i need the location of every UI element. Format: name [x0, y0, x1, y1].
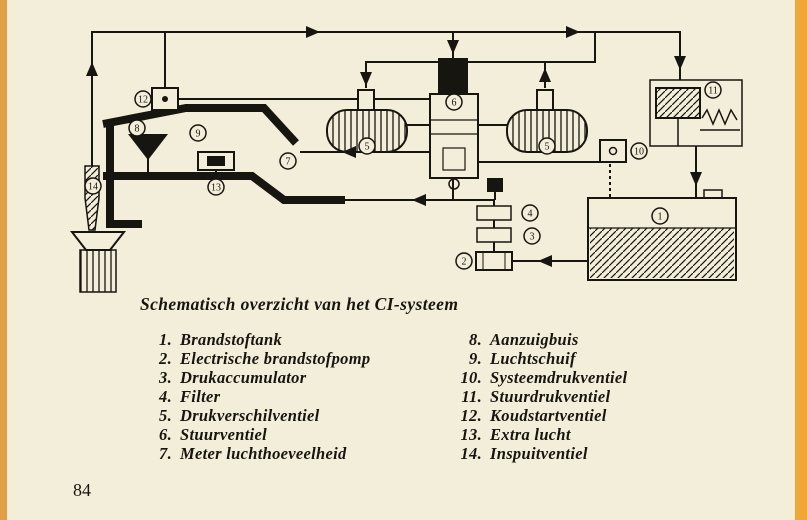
- legend-column-right: 8.Aanzuigbuis 9.Luchtschuif 10.Systeemdr…: [452, 330, 627, 463]
- air-slide-cone: [128, 134, 168, 160]
- callout-10: 10: [630, 142, 648, 160]
- svg-text:4: 4: [528, 208, 533, 219]
- svg-text:9: 9: [196, 128, 201, 139]
- svg-text:7: 7: [286, 156, 291, 167]
- extra-air-valve: [197, 151, 235, 171]
- diagram-callouts: 12 8 9 13 14 7 5 6 5 10 11 1 4 3 2: [84, 81, 722, 270]
- callout-6: 6: [445, 93, 463, 111]
- legend-item-3: 3.Drukaccumulator: [159, 368, 307, 387]
- fuel-tank: [587, 189, 737, 281]
- callout-7: 7: [279, 152, 297, 170]
- control-pressure-valve: [649, 79, 743, 147]
- callout-1: 1: [651, 207, 669, 225]
- callout-14: 14: [84, 177, 102, 195]
- svg-text:2: 2: [462, 256, 467, 267]
- svg-text:13: 13: [211, 182, 221, 193]
- cold-start-valve: [151, 87, 179, 111]
- callout-3: 3: [523, 227, 541, 245]
- svg-text:8: 8: [135, 123, 140, 134]
- injection-valve: [69, 165, 127, 293]
- pressure-diff-valve-right: [506, 89, 588, 153]
- legend-item-2: 2.Electrische brandstofpomp: [159, 349, 371, 368]
- legend-item-6: 6.Stuurventiel: [159, 425, 268, 444]
- legend-item-7: 7.Meter luchthoeveelheid: [159, 444, 347, 463]
- page-number: 84: [73, 480, 91, 500]
- legend-column-left: 1.Brandstoftank 2.Electrische brandstofp…: [142, 330, 370, 463]
- callout-11: 11: [704, 81, 722, 99]
- legend-item-10: 10.Systeemdrukventiel: [460, 368, 628, 387]
- system-pressure-valve: [599, 139, 627, 163]
- pressure-accumulator: [476, 227, 512, 243]
- page-edge-right: [795, 0, 807, 520]
- pressure-diff-valve-left: [326, 89, 408, 153]
- figure-caption: Schematisch overzicht van het CI-systeem: [140, 294, 459, 314]
- callout-13: 13: [207, 178, 225, 196]
- svg-text:14: 14: [88, 181, 98, 192]
- legend-item-12: 12.Koudstartventiel: [460, 406, 607, 425]
- svg-text:5: 5: [365, 141, 370, 152]
- callout-9: 9: [189, 124, 207, 142]
- svg-text:12: 12: [138, 94, 148, 105]
- legend-item-13: 13.Extra lucht: [460, 425, 571, 444]
- callout-5-right: 5: [538, 137, 556, 155]
- callout-2: 2: [455, 252, 473, 270]
- fuel-distributor: [429, 58, 503, 192]
- fuel-pump: [475, 251, 513, 271]
- ci-system-schematic: 12 8 9 13 14 7 5 6 5 10 11 1 4 3 2: [69, 26, 743, 293]
- svg-text:10: 10: [634, 146, 644, 157]
- legend-item-11: 11.Stuurdrukventiel: [461, 387, 611, 406]
- svg-text:5: 5: [545, 141, 550, 152]
- svg-text:3: 3: [530, 231, 535, 242]
- callout-5-left: 5: [358, 137, 376, 155]
- svg-text:11: 11: [708, 85, 718, 96]
- legend-item-1: 1.Brandstoftank: [159, 330, 283, 349]
- legend-item-4: 4.Filter: [159, 387, 221, 406]
- svg-text:6: 6: [452, 97, 457, 108]
- page-edge-left: [0, 0, 7, 520]
- callout-12: 12: [134, 90, 152, 108]
- svg-text:1: 1: [658, 211, 663, 222]
- legend-item-8: 8.Aanzuigbuis: [469, 330, 579, 349]
- callout-4: 4: [521, 204, 539, 222]
- legend-item-9: 9.Luchtschuif: [469, 349, 576, 368]
- legend-item-5: 5.Drukverschilventiel: [159, 406, 320, 425]
- fuel-filter: [476, 205, 512, 221]
- legend-item-14: 14.Inspuitventiel: [460, 444, 588, 463]
- callout-8: 8: [128, 119, 146, 137]
- intake-duct: [102, 104, 345, 228]
